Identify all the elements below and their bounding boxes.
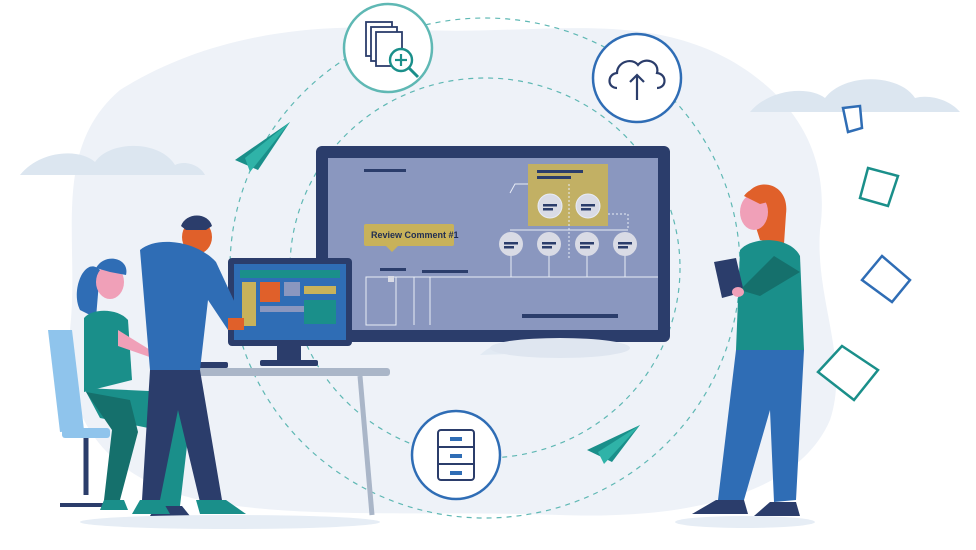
document-icon	[860, 254, 912, 304]
file-cabinet-icon	[410, 409, 502, 501]
office-chair	[48, 330, 112, 507]
paper-plane-icon	[587, 425, 640, 464]
cloud-left	[20, 145, 205, 175]
large-monitor: Review Comment #1	[316, 146, 670, 342]
review-comment-label: Review Comment #1	[371, 230, 459, 240]
document-icon	[858, 166, 900, 208]
cloud-upload-icon	[591, 32, 683, 124]
document-icon	[816, 344, 880, 402]
documents-search-icon	[342, 2, 434, 94]
ground-shadow	[80, 515, 380, 529]
document-icon	[841, 104, 864, 134]
paper-plane-icon	[235, 122, 290, 172]
monitor-shadow	[490, 338, 630, 358]
standing-man	[132, 215, 246, 514]
ground-shadow	[675, 516, 815, 528]
standing-woman-with-tablet	[692, 184, 804, 516]
desktop-monitor	[228, 258, 352, 366]
review-comment-bubble: Review Comment #1	[364, 224, 459, 252]
cloud-right	[750, 79, 960, 112]
